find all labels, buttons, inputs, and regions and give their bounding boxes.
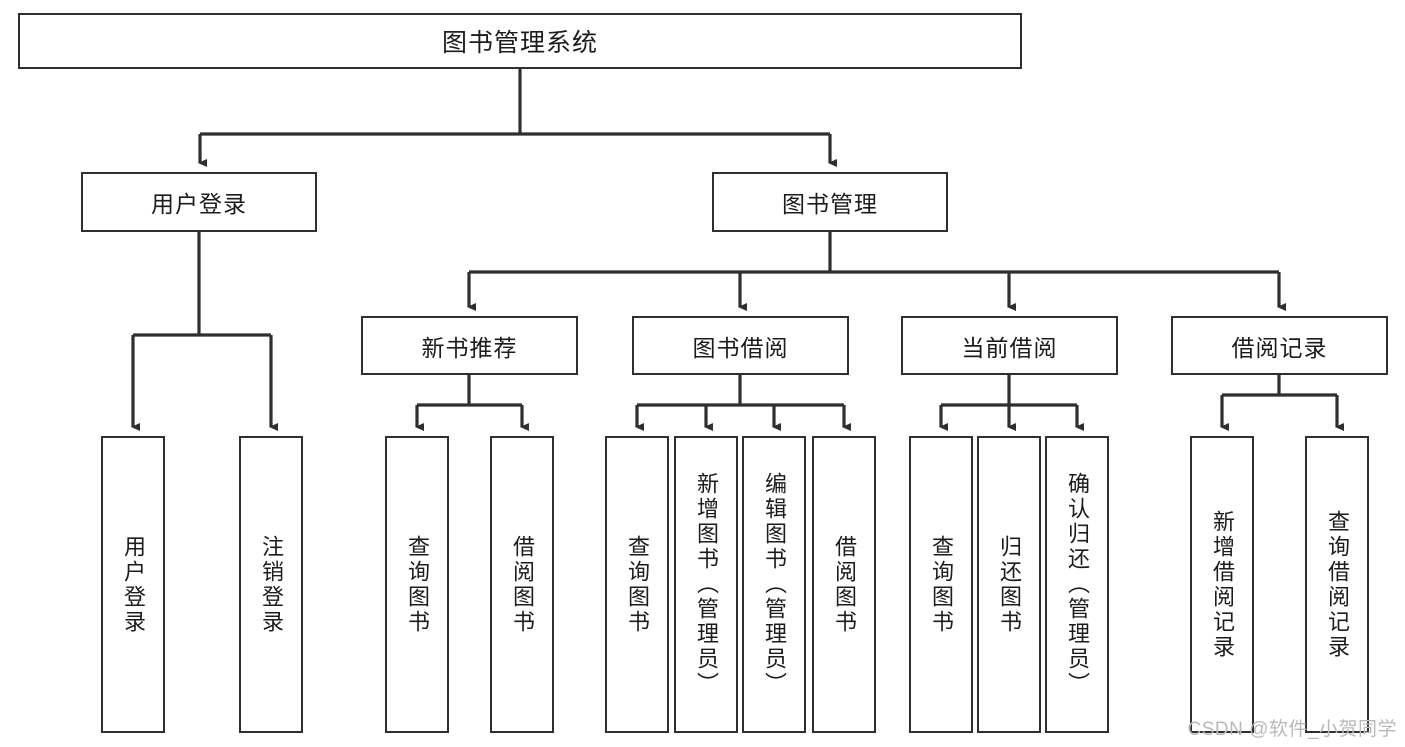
watermark: CSDN @软件_小贺同学 [1187, 719, 1397, 740]
node-user-login[interactable]: 用户登录 [81, 172, 317, 232]
node-leaf-query-book-1[interactable]: 查询图书 [385, 436, 449, 733]
node-leaf-add-record-label: 新增借阅记录 [1210, 509, 1235, 660]
node-root-label: 图书管理系统 [441, 29, 598, 57]
node-leaf-edit-book-label: 编辑图书（管理员） [762, 472, 787, 697]
node-leaf-return-book-label: 归还图书 [997, 534, 1022, 635]
node-leaf-query-book-3[interactable]: 查询图书 [909, 436, 973, 733]
node-leaf-logout-label: 注销登录 [259, 534, 284, 635]
node-leaf-query-record[interactable]: 查询借阅记录 [1305, 436, 1369, 733]
node-leaf-add-book[interactable]: 新增图书（管理员） [674, 436, 738, 733]
node-new-book-recommend[interactable]: 新书推荐 [361, 316, 578, 375]
node-book-borrow-label: 图书借阅 [692, 334, 789, 361]
node-book-borrow[interactable]: 图书借阅 [632, 316, 849, 375]
node-user-login-label: 用户登录 [151, 191, 247, 217]
node-borrow-record[interactable]: 借阅记录 [1171, 316, 1388, 375]
node-current-borrow-label: 当前借阅 [961, 334, 1058, 361]
node-leaf-borrow-book-2-label: 借阅图书 [832, 534, 857, 635]
node-leaf-query-book-1-label: 查询图书 [405, 534, 430, 635]
node-book-management[interactable]: 图书管理 [712, 172, 948, 232]
node-new-book-recommend-label: 新书推荐 [421, 334, 518, 361]
node-leaf-confirm-return[interactable]: 确认归还（管理员） [1045, 436, 1109, 733]
node-leaf-query-record-label: 查询借阅记录 [1325, 509, 1350, 660]
node-current-borrow[interactable]: 当前借阅 [901, 316, 1118, 375]
node-leaf-return-book[interactable]: 归还图书 [977, 436, 1041, 733]
node-leaf-add-book-label: 新增图书（管理员） [694, 472, 719, 697]
node-leaf-borrow-book-2[interactable]: 借阅图书 [812, 436, 876, 733]
node-leaf-add-record[interactable]: 新增借阅记录 [1190, 436, 1254, 733]
node-leaf-edit-book[interactable]: 编辑图书（管理员） [742, 436, 806, 733]
node-borrow-record-label: 借阅记录 [1231, 334, 1328, 361]
node-book-management-label: 图书管理 [782, 191, 878, 217]
node-leaf-query-book-3-label: 查询图书 [929, 534, 954, 635]
node-leaf-borrow-book-1[interactable]: 借阅图书 [490, 436, 554, 733]
node-leaf-user-login[interactable]: 用户登录 [101, 436, 165, 733]
node-leaf-confirm-return-label: 确认归还（管理员） [1065, 472, 1090, 697]
node-root[interactable]: 图书管理系统 [18, 13, 1022, 69]
node-leaf-user-login-label: 用户登录 [121, 534, 146, 635]
node-leaf-logout[interactable]: 注销登录 [239, 436, 303, 733]
node-leaf-query-book-2-label: 查询图书 [625, 534, 650, 635]
node-leaf-query-book-2[interactable]: 查询图书 [605, 436, 669, 733]
node-leaf-borrow-book-1-label: 借阅图书 [510, 534, 535, 635]
